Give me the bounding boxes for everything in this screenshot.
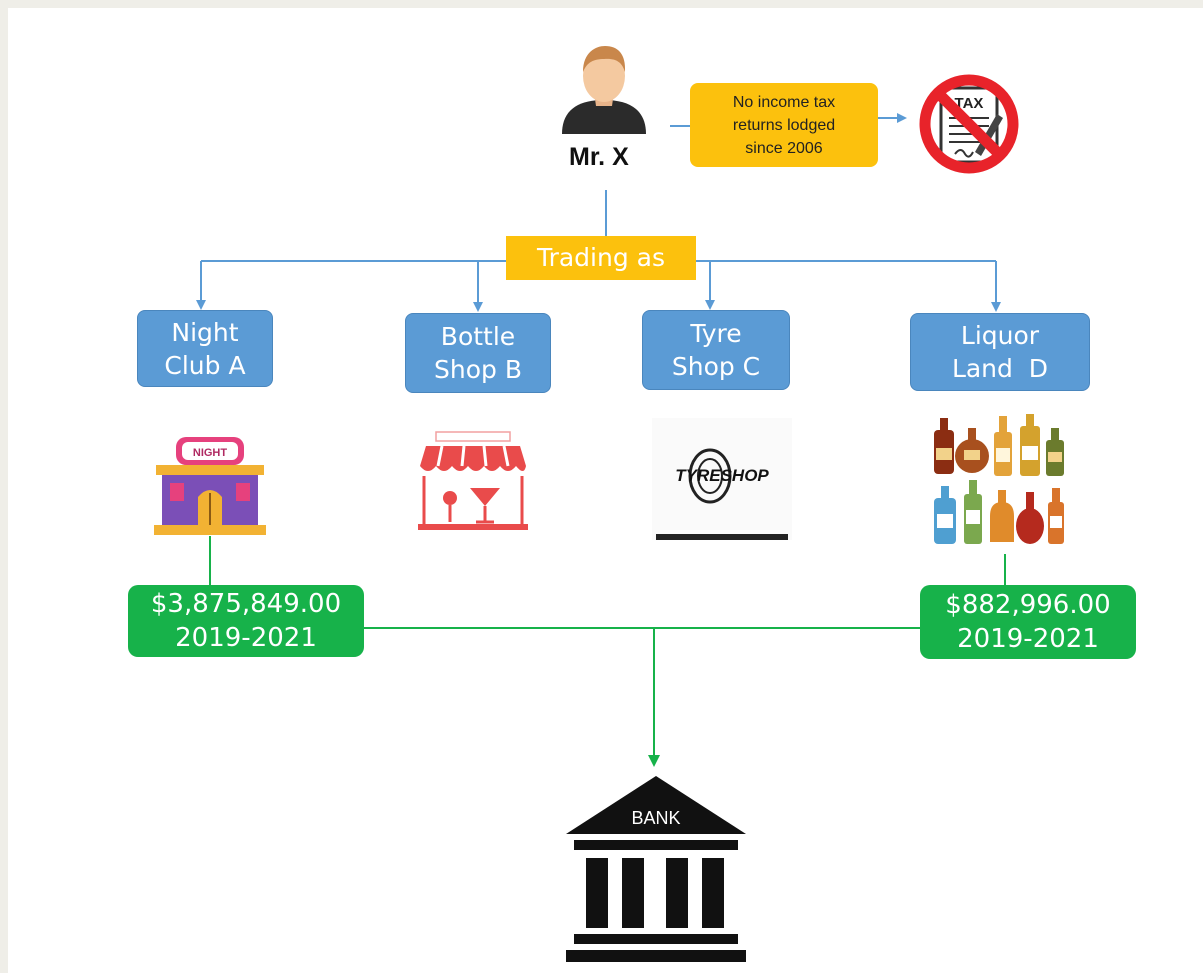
business-line: Tyre <box>690 319 742 348</box>
business-box-night-club: Night Club A <box>137 310 273 387</box>
trading-as-label: Trading as <box>506 236 696 280</box>
business-box-liquor-land: Liquor Land D <box>910 313 1090 391</box>
night-club-sign-text: NIGHT <box>193 447 228 459</box>
tax-note-line: since 2006 <box>745 139 823 157</box>
business-line: Club A <box>164 350 246 380</box>
business-line: Land D <box>951 354 1049 383</box>
bank-icon: BANK <box>566 776 746 962</box>
amount-period: 2019-2021 <box>175 623 317 653</box>
amount-period: 2019-2021 <box>957 624 1099 654</box>
business-box-bottle-shop: Bottle Shop B <box>405 313 551 393</box>
tax-note-line: No income tax <box>732 93 836 111</box>
business-line: Shop B <box>434 355 522 384</box>
business-line: Shop C <box>671 352 761 381</box>
amount-value: $882,996.00 <box>945 590 1111 620</box>
tyre-shop-icon: TYRESHOP <box>652 418 792 540</box>
business-line: Night <box>171 317 239 347</box>
amount-value: $3,875,849.00 <box>150 589 342 619</box>
bank-label: BANK <box>631 808 680 828</box>
tax-note-line: returns lodged <box>732 116 836 134</box>
business-line: Bottle <box>440 322 516 351</box>
person-icon <box>562 46 646 134</box>
tyre-shop-logo-text: TYRESHOP <box>675 466 769 485</box>
tax-badge-text: TAX <box>955 95 984 112</box>
night-club-icon: NIGHT <box>154 437 266 535</box>
bottle-shop-icon <box>418 431 528 530</box>
amount-box-night-club: $3,875,849.00 2019-2021 <box>128 585 364 657</box>
diagram-canvas: Mr. X No income tax returns lodged since… <box>8 8 1203 973</box>
amount-box-liquor-land: $882,996.00 2019-2021 <box>920 585 1136 659</box>
business-box-tyre-shop: Tyre Shop C <box>642 310 790 390</box>
liquor-bottles-icon <box>934 414 1064 544</box>
person-label: Mr. X <box>569 143 629 171</box>
no-tax-icon: TAX <box>919 74 1019 174</box>
business-line: Liquor <box>960 321 1040 350</box>
tax-note: No income tax returns lodged since 2006 <box>690 83 878 167</box>
